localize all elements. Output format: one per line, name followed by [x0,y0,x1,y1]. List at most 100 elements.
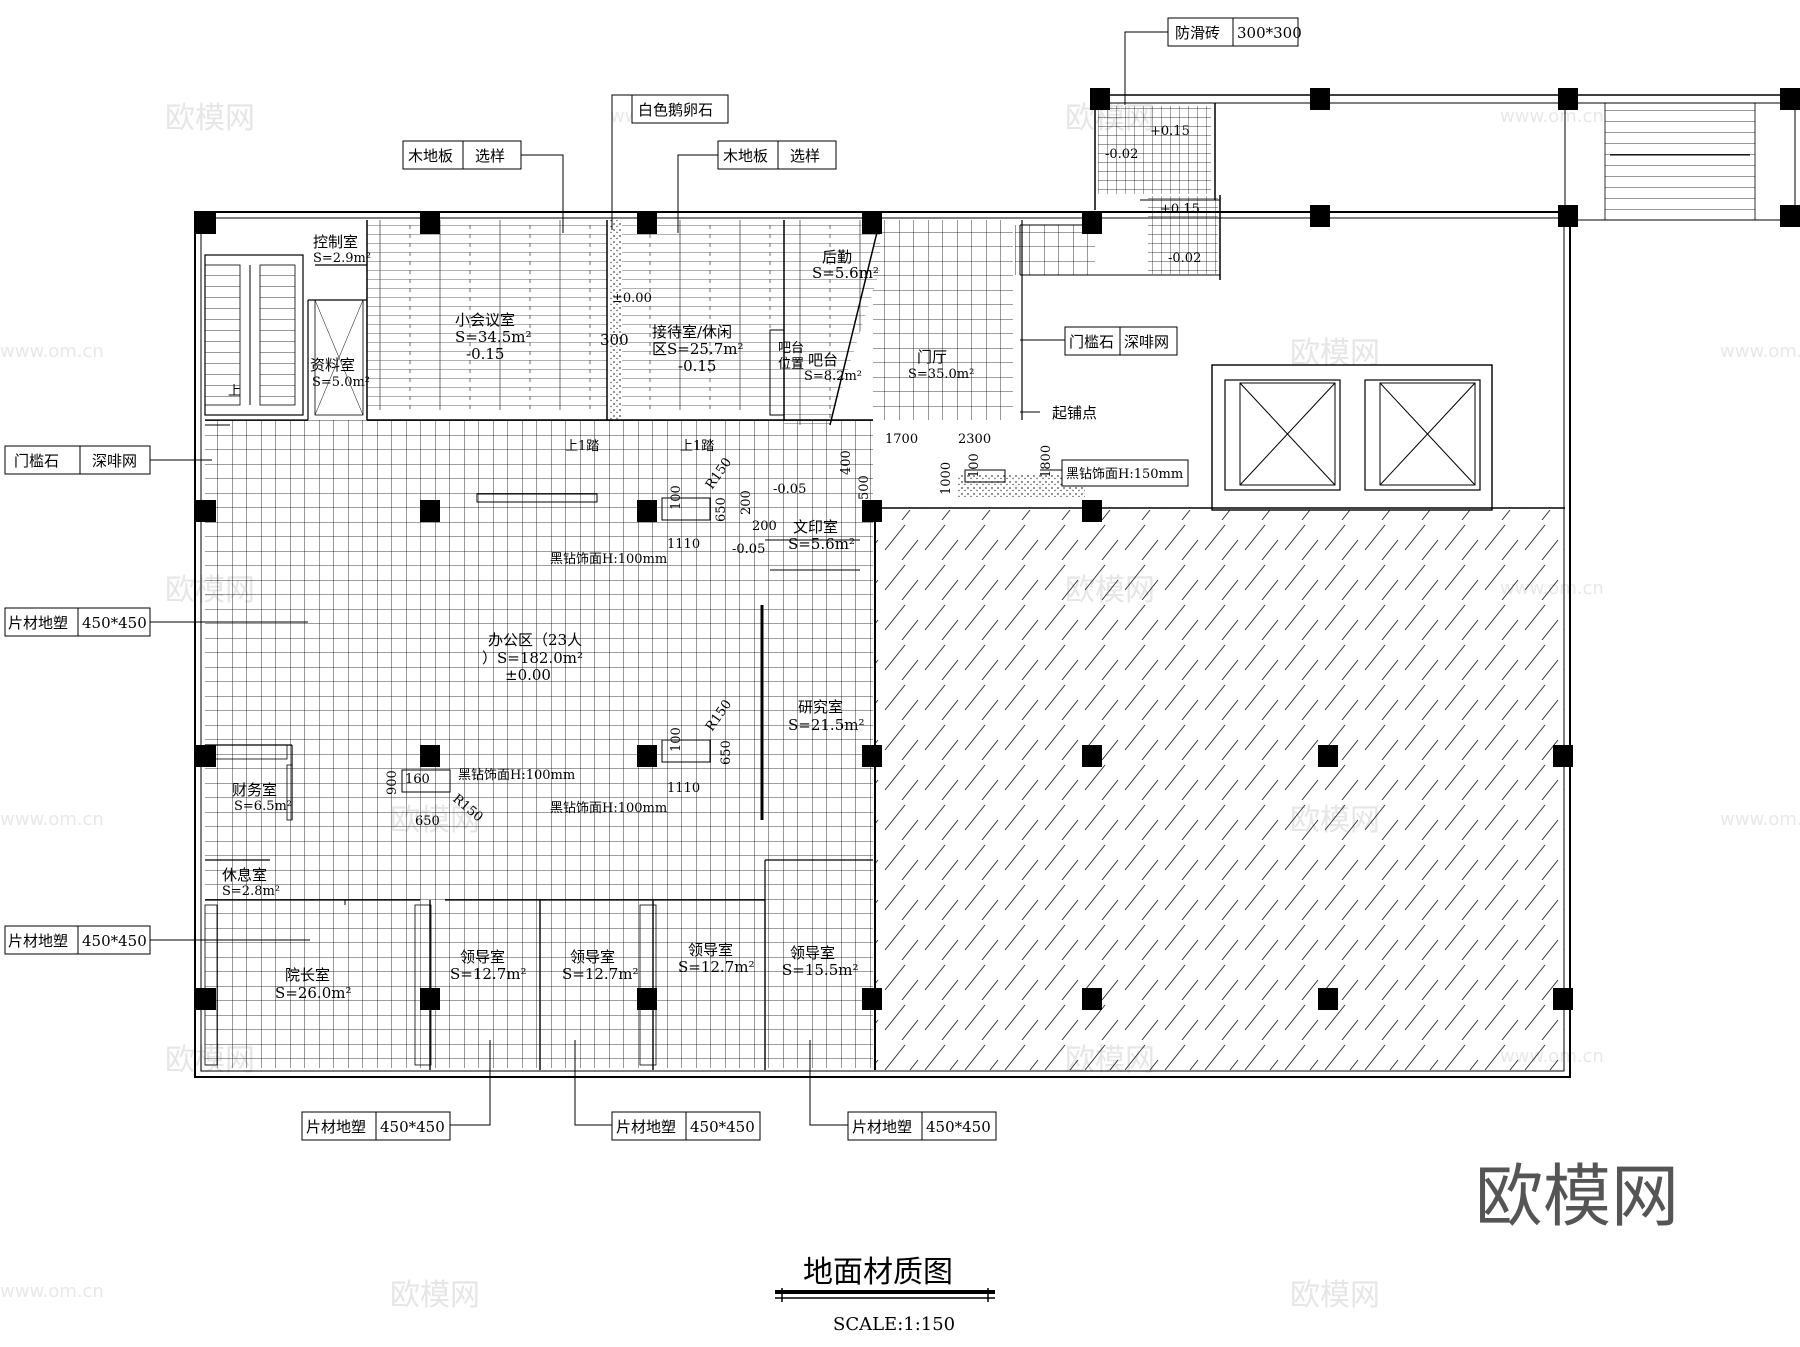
dimension: 2300 [958,432,991,447]
step-note: 上1踏 [680,439,714,454]
room-meeting-name: 小会议室 [455,311,515,329]
callout-spec: 450*450 [82,932,147,950]
leader-lines [150,31,1168,1126]
callout-anti-slip: 防滑砖 300*300 [1167,17,1302,47]
room-control-area: S=2.9m² [313,251,371,266]
watermark-url: www.om.cn [1720,809,1800,830]
logistics-wood-floor [784,220,880,425]
dimension: 200 [739,490,754,515]
reception-wood-floor [622,220,784,410]
anti-slip-tile-floor [1098,106,1211,194]
watermark-url: www.om.cn [1720,341,1800,362]
callout-label: 黑钻饰面H:150mm [1066,467,1183,482]
black-gold-finish: 黑钻饰面H:100mm [550,801,667,816]
room-print-area: S=5.6m² [788,535,855,553]
stair-up-note: 上 [228,384,241,399]
room-rest-name: 休息室 [222,866,267,884]
black-gold-finish: 黑钻饰面H:100mm [458,768,575,783]
dimension: 1700 [885,432,918,447]
dimension: 1110 [667,781,700,796]
room-leader4-name: 领导室 [790,944,835,962]
room-reception-area: 区S=25.7m² [652,340,743,358]
threshold-strip [957,475,1085,497]
room-archive-area: S=5.0m² [312,375,370,390]
title-block: 地面材质图 SCALE:1:150 [775,1255,995,1335]
callout-vinyl-bottom-1: 片材地塑 450*450 [301,1111,451,1141]
watermark: 欧模网 [1290,1278,1380,1313]
level-mark: ±0.00 [612,291,652,306]
room-research-area: S=21.5m² [788,716,864,734]
callout-spec: 300*300 [1237,24,1302,42]
hatched-area [875,510,1565,1070]
room-labels: 控制室 S=2.9m² 小会议室 S=34.5m² -0.15 接待室/休闲 区… [222,233,974,1002]
room-rest-area: S=2.8m² [222,884,280,899]
room-leader1-name: 领导室 [460,948,505,966]
level-mark: -0.05 [773,482,806,497]
dimension: 100 [967,453,982,478]
room-meeting-area: S=34.5m² [455,328,531,346]
dimension: 650 [415,814,440,829]
callout-vinyl-left-2: 片材地塑 450*450 [4,925,151,955]
room-bar-position-1: 吧台 [778,341,804,356]
watermark: 欧模网 [390,1278,480,1313]
room-leader2-name: 领导室 [570,948,615,966]
entry-tile-floor [1015,225,1095,275]
watermark-url: www.om.cn [0,1281,104,1302]
dimension: 400 [839,450,854,475]
black-gold-finish: 黑钻饰面H:100mm [550,552,667,567]
walls [194,94,1800,1078]
annotations: +0.15 -0.02 +0.15 -0.02 ±0.00 300 上1踏 上1… [228,124,1201,829]
level-mark: -0.05 [732,542,765,557]
callout-black-gold-150: 黑钻饰面H:150mm [1061,459,1189,487]
room-lobby-area: S=35.0m² [908,367,974,382]
dimension: 1800 [1039,445,1054,478]
meeting-wood-floor [367,220,607,410]
watermark: 欧模网 [165,101,255,136]
callout-material: 白色鹅卵石 [638,101,713,119]
level-mark: +0.15 [1150,124,1190,139]
dimension: 1110 [667,537,700,552]
callout-vinyl-bottom-3: 片材地塑 450*450 [847,1111,997,1141]
callout-pebble: 白色鹅卵石 [631,94,729,124]
room-meeting-level: -0.15 [466,345,504,363]
room-leader1-area: S=12.7m² [450,965,526,983]
room-office-area: ）S=182.0m² [482,649,583,667]
room-research-name: 研究室 [798,698,843,716]
dimension: 200 [752,519,777,534]
callout-spec: 深啡网 [92,452,137,470]
room-lobby-name: 门厅 [917,348,947,366]
room-reception-level: -0.15 [678,357,716,375]
lobby-tile-floor [873,220,1013,420]
pebble-strip [610,220,622,420]
room-office-level: ±0.00 [505,666,551,684]
columns [196,88,1800,1010]
callout-material: 片材地塑 [852,1118,912,1136]
level-mark: -0.02 [1168,251,1201,266]
watermark-url: www.om.cn [0,341,104,362]
room-bar-name: 吧台 [808,351,838,369]
room-print-name: 文印室 [793,518,838,536]
room-dean-area: S=26.0m² [275,984,351,1002]
callout-material: 木地板 [723,147,768,165]
callout-wood-right: 木地板 选样 [717,140,837,170]
room-reception-name: 接待室/休闲 [652,323,732,341]
callout-spec: 450*450 [926,1118,991,1136]
callout-spec: 450*450 [690,1118,755,1136]
callout-threshold-right: 门槛石 深啡网 [1064,326,1178,356]
callout-vinyl-left-1: 片材地塑 450*450 [4,607,151,637]
watermark-url: www.om.cn [1500,106,1604,127]
callout-threshold-left: 门槛石 深啡网 [4,445,151,475]
dimension: 100 [669,485,684,510]
callout-material: 片材地塑 [616,1118,676,1136]
room-finance-name: 财务室 [232,781,277,799]
callout-spec: 选样 [790,147,820,165]
anti-slip-tile-floor-2 [1148,196,1218,274]
callout-label: 起铺点 [1052,404,1097,422]
dimension: 160 [405,772,430,787]
room-dean-name: 院长室 [285,966,330,984]
watermark-url: www.om.cn [0,809,104,830]
callout-wood-left: 木地板 选样 [402,140,522,170]
callout-spec: 选样 [475,147,505,165]
room-finance-area: S=6.5m² [234,799,292,814]
callout-spec: 深啡网 [1124,333,1169,351]
